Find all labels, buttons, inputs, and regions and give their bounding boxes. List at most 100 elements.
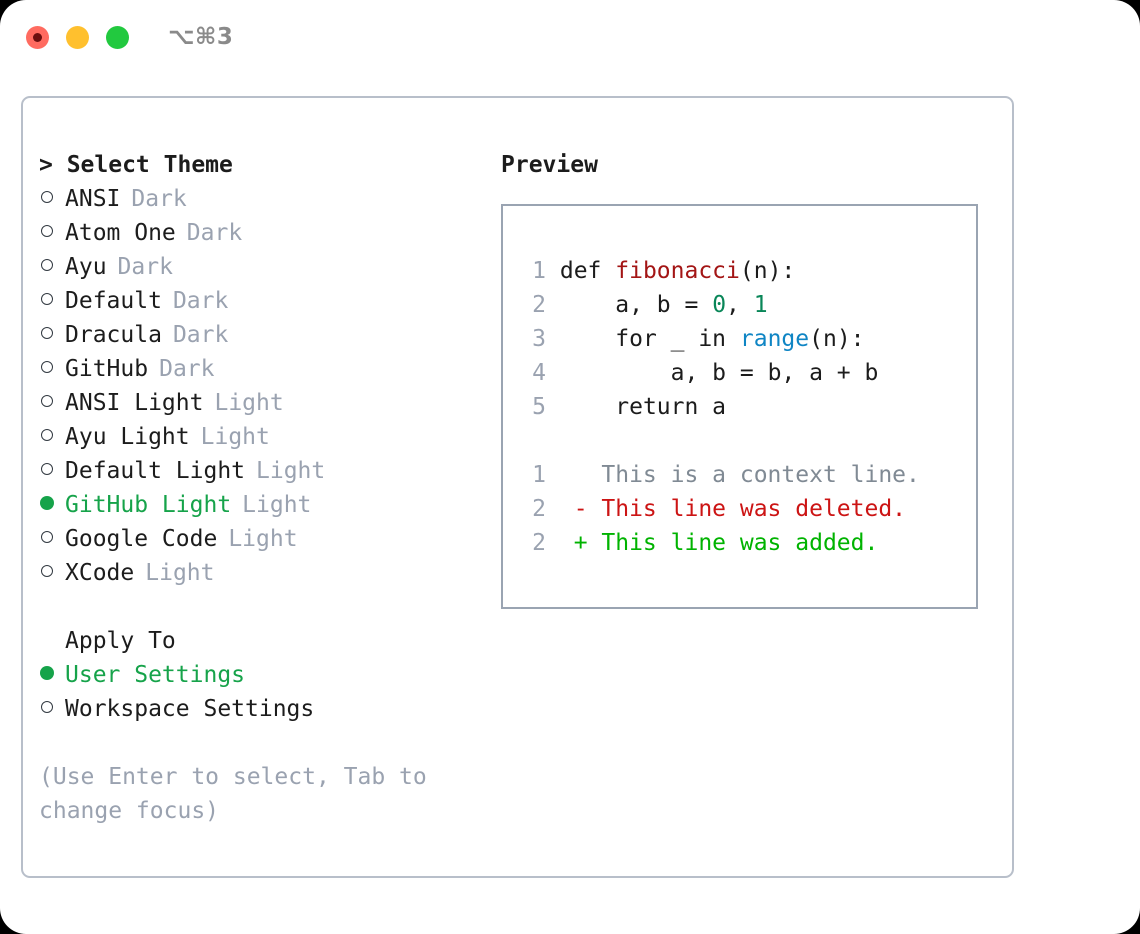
radio-mark bbox=[41, 225, 53, 237]
code-token: (n): bbox=[739, 258, 796, 284]
diff-sample: 1 This is a context line.2 - This line w… bbox=[521, 458, 968, 560]
code-diff-gap bbox=[521, 424, 968, 458]
preview-heading: Preview bbox=[501, 152, 598, 178]
code-token: a, b = bbox=[559, 292, 713, 318]
list-spacer bbox=[39, 590, 484, 624]
code-line: 5 return a bbox=[521, 390, 968, 424]
theme-variant-label: Dark bbox=[172, 288, 229, 314]
code-token: a, b = b, a + b bbox=[559, 360, 879, 386]
code-token: 0 bbox=[712, 292, 727, 318]
theme-option-row[interactable]: ANSI Dark bbox=[39, 182, 484, 216]
apply-to-option-row[interactable]: Workspace Settings bbox=[39, 692, 484, 726]
radio-mark bbox=[41, 429, 53, 441]
code-token: , bbox=[726, 292, 754, 318]
theme-option-row[interactable]: Atom One Dark bbox=[39, 216, 484, 250]
diff-line: 2 - This line was deleted. bbox=[521, 492, 968, 526]
line-number: 3 bbox=[532, 326, 546, 352]
line-number: 5 bbox=[532, 394, 546, 420]
theme-variant-label: Light bbox=[242, 492, 312, 518]
theme-variant-label: Dark bbox=[131, 186, 187, 212]
code-line: 4 a, b = b, a + b bbox=[521, 356, 968, 390]
diff-line-text: + This line was added. bbox=[546, 530, 879, 556]
line-number: 1 bbox=[532, 258, 546, 284]
theme-option-label: GitHub Light bbox=[65, 492, 232, 518]
theme-option-label: Default Light bbox=[65, 458, 246, 484]
theme-variant-label: Light bbox=[200, 424, 270, 450]
diff-line: 1 This is a context line. bbox=[521, 458, 968, 492]
diff-line-text: - This line was deleted. bbox=[546, 496, 907, 522]
code-line: 2 a, b = 0, 1 bbox=[521, 288, 968, 322]
radio-mark bbox=[41, 463, 53, 475]
theme-option-row[interactable]: Dracula Dark bbox=[39, 318, 484, 352]
code-token: fibonacci bbox=[615, 258, 740, 284]
minimize-button[interactable] bbox=[66, 26, 89, 49]
diff-line-text: This is a context line. bbox=[546, 462, 920, 488]
window-controls bbox=[26, 26, 129, 49]
line-number: 2 bbox=[532, 496, 546, 522]
radio-mark bbox=[41, 701, 53, 713]
line-number: 1 bbox=[532, 462, 546, 488]
diff-line: 2 + This line was added. bbox=[521, 526, 968, 560]
code-token: range bbox=[739, 326, 810, 352]
radio-mark bbox=[41, 531, 53, 543]
theme-option-row[interactable]: GitHub Light Light bbox=[39, 488, 484, 522]
apply-to-option-label: Workspace Settings bbox=[65, 696, 315, 722]
theme-variant-label: Dark bbox=[172, 322, 229, 348]
line-number: 2 bbox=[532, 292, 546, 318]
theme-option-label: GitHub bbox=[65, 356, 149, 382]
theme-option-label: Default bbox=[65, 288, 162, 314]
preview-column: Preview 1 def fibonacci(n):2 a, b = 0, 1… bbox=[501, 148, 996, 609]
theme-option-row[interactable]: Default Light Light bbox=[39, 454, 484, 488]
code-line: 3 for _ in range(n): bbox=[521, 322, 968, 356]
theme-option-label: Atom One bbox=[65, 220, 176, 246]
apply-to-option-row[interactable]: User Settings bbox=[39, 658, 484, 692]
theme-variant-label: Light bbox=[214, 390, 284, 416]
code-token: 1 bbox=[753, 292, 768, 318]
radio-mark bbox=[41, 259, 53, 271]
zoom-button[interactable] bbox=[106, 26, 129, 49]
radio-mark bbox=[41, 327, 53, 339]
radio-mark bbox=[41, 293, 53, 305]
radio-mark bbox=[41, 395, 53, 407]
radio-mark bbox=[41, 191, 53, 203]
theme-variant-label: Dark bbox=[159, 356, 215, 382]
radio-mark bbox=[40, 666, 54, 680]
hint-spacer bbox=[39, 726, 484, 760]
theme-variant-label: Light bbox=[228, 526, 298, 552]
radio-mark bbox=[41, 361, 53, 373]
code-token: def bbox=[559, 258, 616, 284]
theme-variant-label: Light bbox=[256, 458, 326, 484]
code-token: for _ in bbox=[559, 326, 740, 352]
theme-option-label: Dracula bbox=[65, 322, 162, 348]
apply-to-option-label: User Settings bbox=[65, 662, 246, 688]
theme-variant-label: Light bbox=[145, 560, 215, 586]
theme-option-row[interactable]: Default Dark bbox=[39, 284, 484, 318]
theme-variant-label: Dark bbox=[117, 254, 173, 280]
theme-option-label: ANSI bbox=[65, 186, 121, 212]
theme-option-row[interactable]: ANSI Light Light bbox=[39, 386, 484, 420]
line-number: 4 bbox=[532, 360, 546, 386]
code-token: return a bbox=[559, 394, 727, 420]
select-theme-heading: > Select Theme bbox=[39, 152, 233, 178]
keyboard-hint-text: (Use Enter to select, Tab to change focu… bbox=[39, 764, 441, 824]
close-button[interactable] bbox=[26, 26, 49, 49]
apply-to-heading: Apply To bbox=[65, 628, 176, 654]
theme-option-row[interactable]: GitHub Dark bbox=[39, 352, 484, 386]
theme-option-label: ANSI Light bbox=[65, 390, 204, 416]
theme-variant-label: Dark bbox=[186, 220, 243, 246]
code-line: 1 def fibonacci(n): bbox=[521, 254, 968, 288]
title-bar: ⌥⌘3 bbox=[0, 0, 1140, 78]
code-token: (n): bbox=[809, 326, 865, 352]
